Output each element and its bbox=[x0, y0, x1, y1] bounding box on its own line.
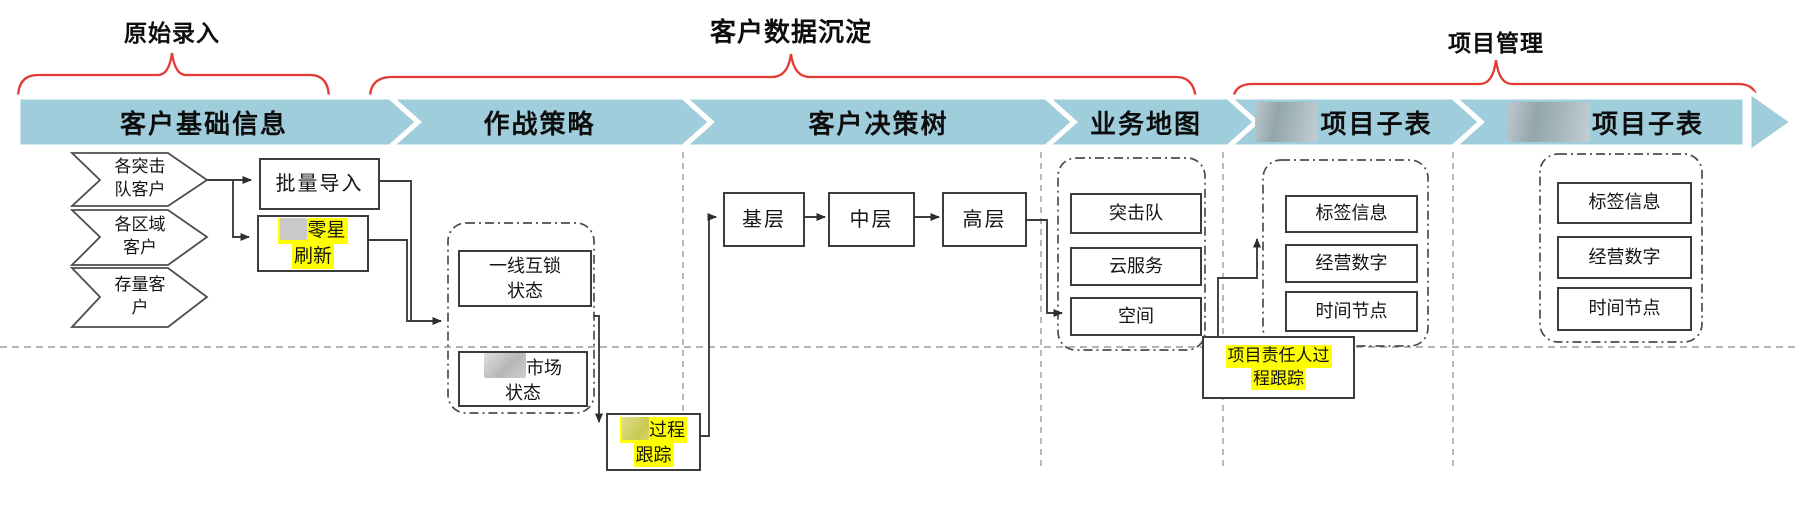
redaction-blob bbox=[1255, 102, 1318, 142]
source-chevron-3 bbox=[69, 267, 209, 328]
arrow-sources-to-refresh bbox=[232, 180, 250, 241]
line-batch-import-down bbox=[375, 180, 412, 321]
source-chevron-1 bbox=[69, 152, 209, 207]
box-strike-team: 突击队 bbox=[1070, 193, 1202, 234]
box-tag-info-1: 标签信息 bbox=[1285, 195, 1418, 233]
box-process-tracking: 过程 跟踪 bbox=[606, 413, 701, 471]
redaction-blob bbox=[622, 417, 649, 441]
banner-label-business-map: 业务地图 bbox=[1089, 108, 1202, 139]
box-level-basic: 基层 bbox=[723, 192, 805, 247]
arrow-process-tracking-to-level1 bbox=[696, 213, 717, 437]
box-operating-numbers-1: 经营数字 bbox=[1285, 244, 1418, 283]
container-strategy bbox=[447, 222, 595, 414]
box-operating-numbers-2: 经营数字 bbox=[1557, 236, 1692, 279]
redaction-blob bbox=[280, 217, 308, 240]
banner-label-battle-strategy: 作战策略 bbox=[483, 108, 596, 139]
banner-section-1-shape bbox=[15, 94, 422, 150]
group-label-project-management: 项目管理 bbox=[1448, 30, 1544, 56]
banner-label-project-subtable-1: 项目子表 bbox=[1246, 97, 1442, 147]
redaction-blob bbox=[1507, 102, 1590, 142]
group-label-raw-entry: 原始录入 bbox=[124, 20, 220, 46]
box-project-owner-process-tracking: 项目责任人过 程跟踪 bbox=[1202, 336, 1355, 399]
banner-label-text: 项目子表 bbox=[1591, 108, 1704, 139]
banner-label-decision-tree: 客户决策树 bbox=[808, 108, 949, 139]
box-cloud-service: 云服务 bbox=[1070, 247, 1202, 286]
box-level-middle: 中层 bbox=[828, 192, 915, 247]
arrow-level3-to-space bbox=[1022, 219, 1063, 317]
container-business-map bbox=[1057, 157, 1206, 351]
source-label-regional-customers: 各区域 客户 bbox=[114, 214, 166, 257]
source-chevron-2 bbox=[69, 209, 209, 266]
arrow-owner-tracking-to-table1 bbox=[1217, 238, 1261, 336]
highlighted-text: 刷新 bbox=[291, 243, 334, 270]
box-frontline-interlock-status: 一线互锁 状态 bbox=[458, 250, 592, 307]
box-sporadic-refresh: 零星 刷新 bbox=[257, 215, 369, 272]
box-batch-import: 批量导入 bbox=[259, 158, 380, 210]
highlighted-text: 零星 bbox=[278, 217, 348, 244]
arrow-strategy-to-process-tracking bbox=[594, 315, 603, 423]
group-label-customer-data: 客户数据沉淀 bbox=[709, 16, 872, 47]
line-refresh-down bbox=[364, 239, 411, 322]
highlighted-text: 项目责任人过 bbox=[1225, 344, 1332, 368]
box-time-nodes-1: 时间节点 bbox=[1285, 291, 1418, 332]
highlighted-text: 程跟踪 bbox=[1251, 367, 1306, 391]
source-label-existing-customers: 存量客 户 bbox=[114, 274, 166, 317]
box-tag-info-2: 标签信息 bbox=[1557, 182, 1692, 224]
redaction-blob bbox=[484, 353, 526, 379]
banner-label-project-subtable-2: 项目子表 bbox=[1478, 97, 1734, 147]
banner-label-customer-basic-info: 客户基础信息 bbox=[119, 108, 288, 139]
box-space: 空间 bbox=[1070, 297, 1202, 336]
banner-label-text: 项目子表 bbox=[1320, 108, 1433, 139]
highlighted-text: 过程 bbox=[620, 417, 687, 443]
source-label-strike-team-customers: 各突击 队客户 bbox=[114, 156, 166, 199]
container-project-table-2 bbox=[1539, 153, 1703, 343]
box-level-senior: 高层 bbox=[942, 192, 1027, 247]
box-time-nodes-2: 时间节点 bbox=[1557, 287, 1692, 331]
highlighted-text: 跟踪 bbox=[633, 442, 674, 467]
brace-project-management bbox=[1231, 59, 1759, 103]
brace-raw-entry bbox=[16, 52, 331, 100]
box-market-status: 市场 状态 bbox=[458, 351, 588, 407]
banner-end-arrowhead bbox=[1746, 86, 1798, 158]
brace-customer-data bbox=[368, 53, 1198, 105]
